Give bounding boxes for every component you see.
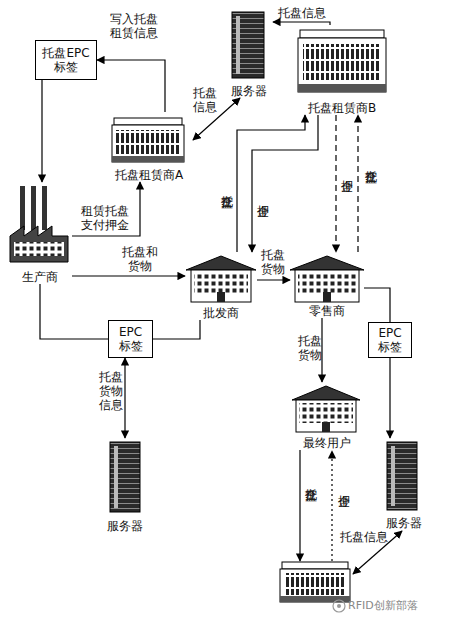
building-door [217, 292, 225, 302]
flow-label: 托盘信息 [340, 530, 388, 544]
epc-tag-box: 托盘EPC 标签 [35, 40, 97, 80]
node-label: 服务器 [213, 84, 285, 98]
flow-connector [72, 182, 140, 236]
server-symbol [232, 12, 264, 78]
building-windows [194, 273, 248, 293]
wholesaler-node: 批发商 [185, 252, 257, 320]
factory-chimney [20, 186, 25, 230]
edge-label: 押金 [256, 195, 270, 197]
server-symbol [110, 442, 140, 512]
flow-connector [124, 358, 125, 438]
edge-label: 托盘 货物 信息 [98, 370, 124, 412]
node-label: 服务器 [88, 519, 162, 533]
flow-label: 押金 [337, 485, 351, 487]
watermark-icon [337, 604, 341, 608]
building-body [280, 569, 350, 602]
flow-arrow [299, 450, 300, 561]
node-label: 零售商 [278, 304, 376, 318]
building-parapet [114, 118, 182, 125]
building-base [280, 596, 350, 602]
flow-connector [97, 60, 165, 112]
building-parapet [282, 562, 348, 569]
edge-label: 托盘信息 [278, 6, 326, 20]
node-label: 托盘EPC 标签 [36, 46, 96, 74]
watermark-icon [333, 600, 345, 612]
edge-label: 托盘 货物 [298, 334, 322, 362]
node-label: EPC 标签 [109, 325, 152, 353]
server-detail [391, 446, 395, 506]
factory-windows [14, 242, 64, 256]
rental-company-node: 托盘租赁商A [105, 112, 193, 182]
edge-label: 空托盘 [220, 185, 234, 188]
flow-connector [41, 80, 42, 182]
factory-body [10, 226, 68, 262]
flow-connector [389, 358, 390, 438]
edge-label: 写入托盘 租赁信息 [108, 12, 160, 40]
factory-chimney [31, 186, 36, 230]
epc-tag-box: EPC 标签 [368, 322, 412, 358]
end-user-node: 最终用户 [290, 382, 364, 450]
node-label: EPC 标签 [369, 326, 411, 354]
node-label: 生产商 [0, 270, 84, 284]
epc-tag-box: EPC 标签 [108, 320, 153, 358]
building-body [112, 125, 184, 162]
building-door [323, 292, 331, 302]
server-node: 服务器 [225, 10, 273, 98]
building-windows [299, 403, 353, 423]
building-parapet [300, 30, 384, 38]
building-roof [290, 256, 364, 270]
factory-chimney [42, 186, 47, 230]
server-detail [236, 16, 240, 74]
building-roof [186, 256, 256, 270]
node-label: 批发商 [173, 306, 269, 320]
edge-label: 租赁托盘 支付押金 [76, 204, 134, 232]
retailer-node: 零售商 [290, 252, 364, 318]
flow-connector [357, 115, 358, 252]
flow-connector [364, 288, 390, 322]
building-body [295, 270, 359, 302]
building-body [296, 400, 356, 432]
edge-label: 押金 [340, 170, 354, 172]
flow-connector [335, 115, 336, 252]
node-label: 托盘租赁商A [93, 168, 205, 182]
server-node: 服务器 [378, 438, 430, 530]
building-body [298, 38, 386, 92]
building-windows [116, 130, 180, 154]
edge-label: 托盘 货物 [260, 248, 286, 276]
node-label: 服务器 [366, 516, 442, 530]
building-base [112, 156, 184, 162]
manufacturer-node: 生产商 [8, 182, 72, 284]
building-base [298, 84, 386, 92]
building-body [191, 270, 251, 302]
edge-label: 空托盘 [364, 160, 378, 163]
flow-arrow [331, 451, 332, 561]
flow-connector [273, 22, 330, 25]
edge-label: 托盘和 货物 [118, 245, 162, 273]
building-roof [292, 386, 360, 400]
flow-connector [40, 284, 108, 339]
flow-label: 空托盘 [304, 478, 318, 481]
building-windows [298, 273, 356, 293]
building-windows [284, 573, 346, 595]
node-label: 托盘租赁商B [284, 101, 400, 115]
server-detail [114, 446, 118, 508]
flow-connector [252, 115, 318, 252]
flow-connector [257, 279, 290, 280]
flow-connector [72, 275, 185, 276]
server-node: 服务器 [100, 438, 150, 533]
node-label: 最终用户 [278, 436, 376, 450]
building-windows [303, 44, 381, 80]
server-symbol [387, 442, 417, 510]
rental-company-node: 托盘租赁商B [296, 25, 388, 115]
edge-label: 托盘 信息 [192, 86, 218, 114]
flow-connector [153, 320, 200, 339]
watermark: RFID创新部落 [348, 599, 418, 613]
flow-connector [237, 115, 305, 252]
building-door [322, 422, 330, 432]
